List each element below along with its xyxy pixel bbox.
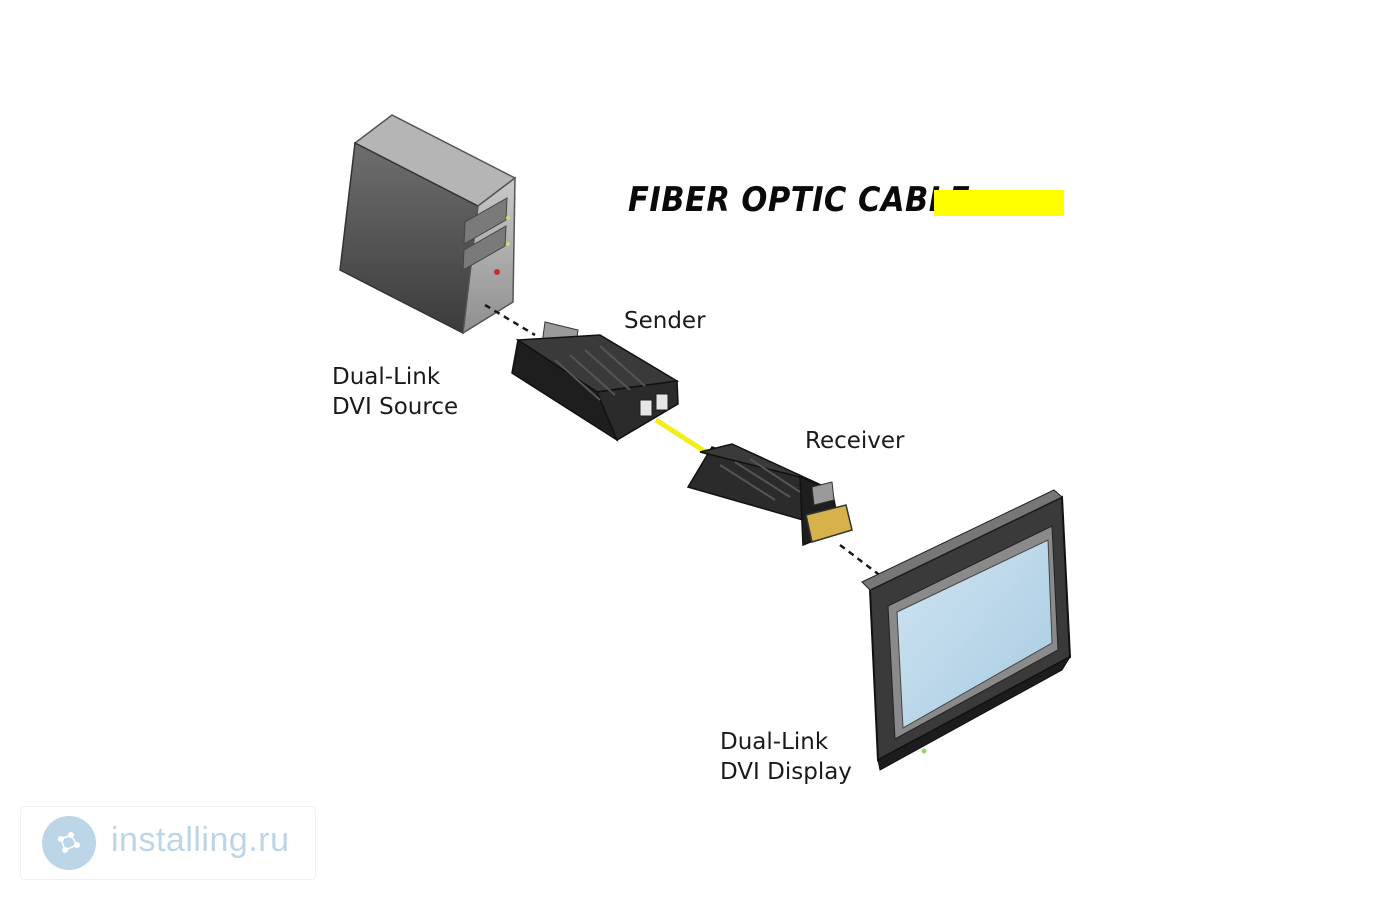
receiver-label: Receiver — [805, 428, 905, 454]
watermark-text: installing.ru — [111, 821, 290, 859]
sender-unit-icon — [511, 321, 680, 442]
source-label-line1: Dual-Link — [332, 364, 441, 390]
legend-title: FIBER OPTIC CABLE — [628, 180, 971, 220]
watermark: installing.ru — [20, 806, 316, 880]
fiber-legend-swatch — [934, 190, 1064, 216]
display-label-line1: Dual-Link — [720, 729, 829, 755]
display-label-line2: DVI Display — [720, 759, 852, 785]
installing-logo-icon — [42, 816, 96, 870]
receiver-unit-icon — [686, 443, 853, 547]
monitor-icon — [861, 489, 1072, 771]
sender-label: Sender — [624, 308, 706, 334]
source-label-line2: DVI Source — [332, 394, 459, 420]
dvi-link-source — [484, 303, 536, 337]
fiber-optic-cable — [654, 417, 714, 459]
computer-tower-icon — [339, 114, 517, 335]
